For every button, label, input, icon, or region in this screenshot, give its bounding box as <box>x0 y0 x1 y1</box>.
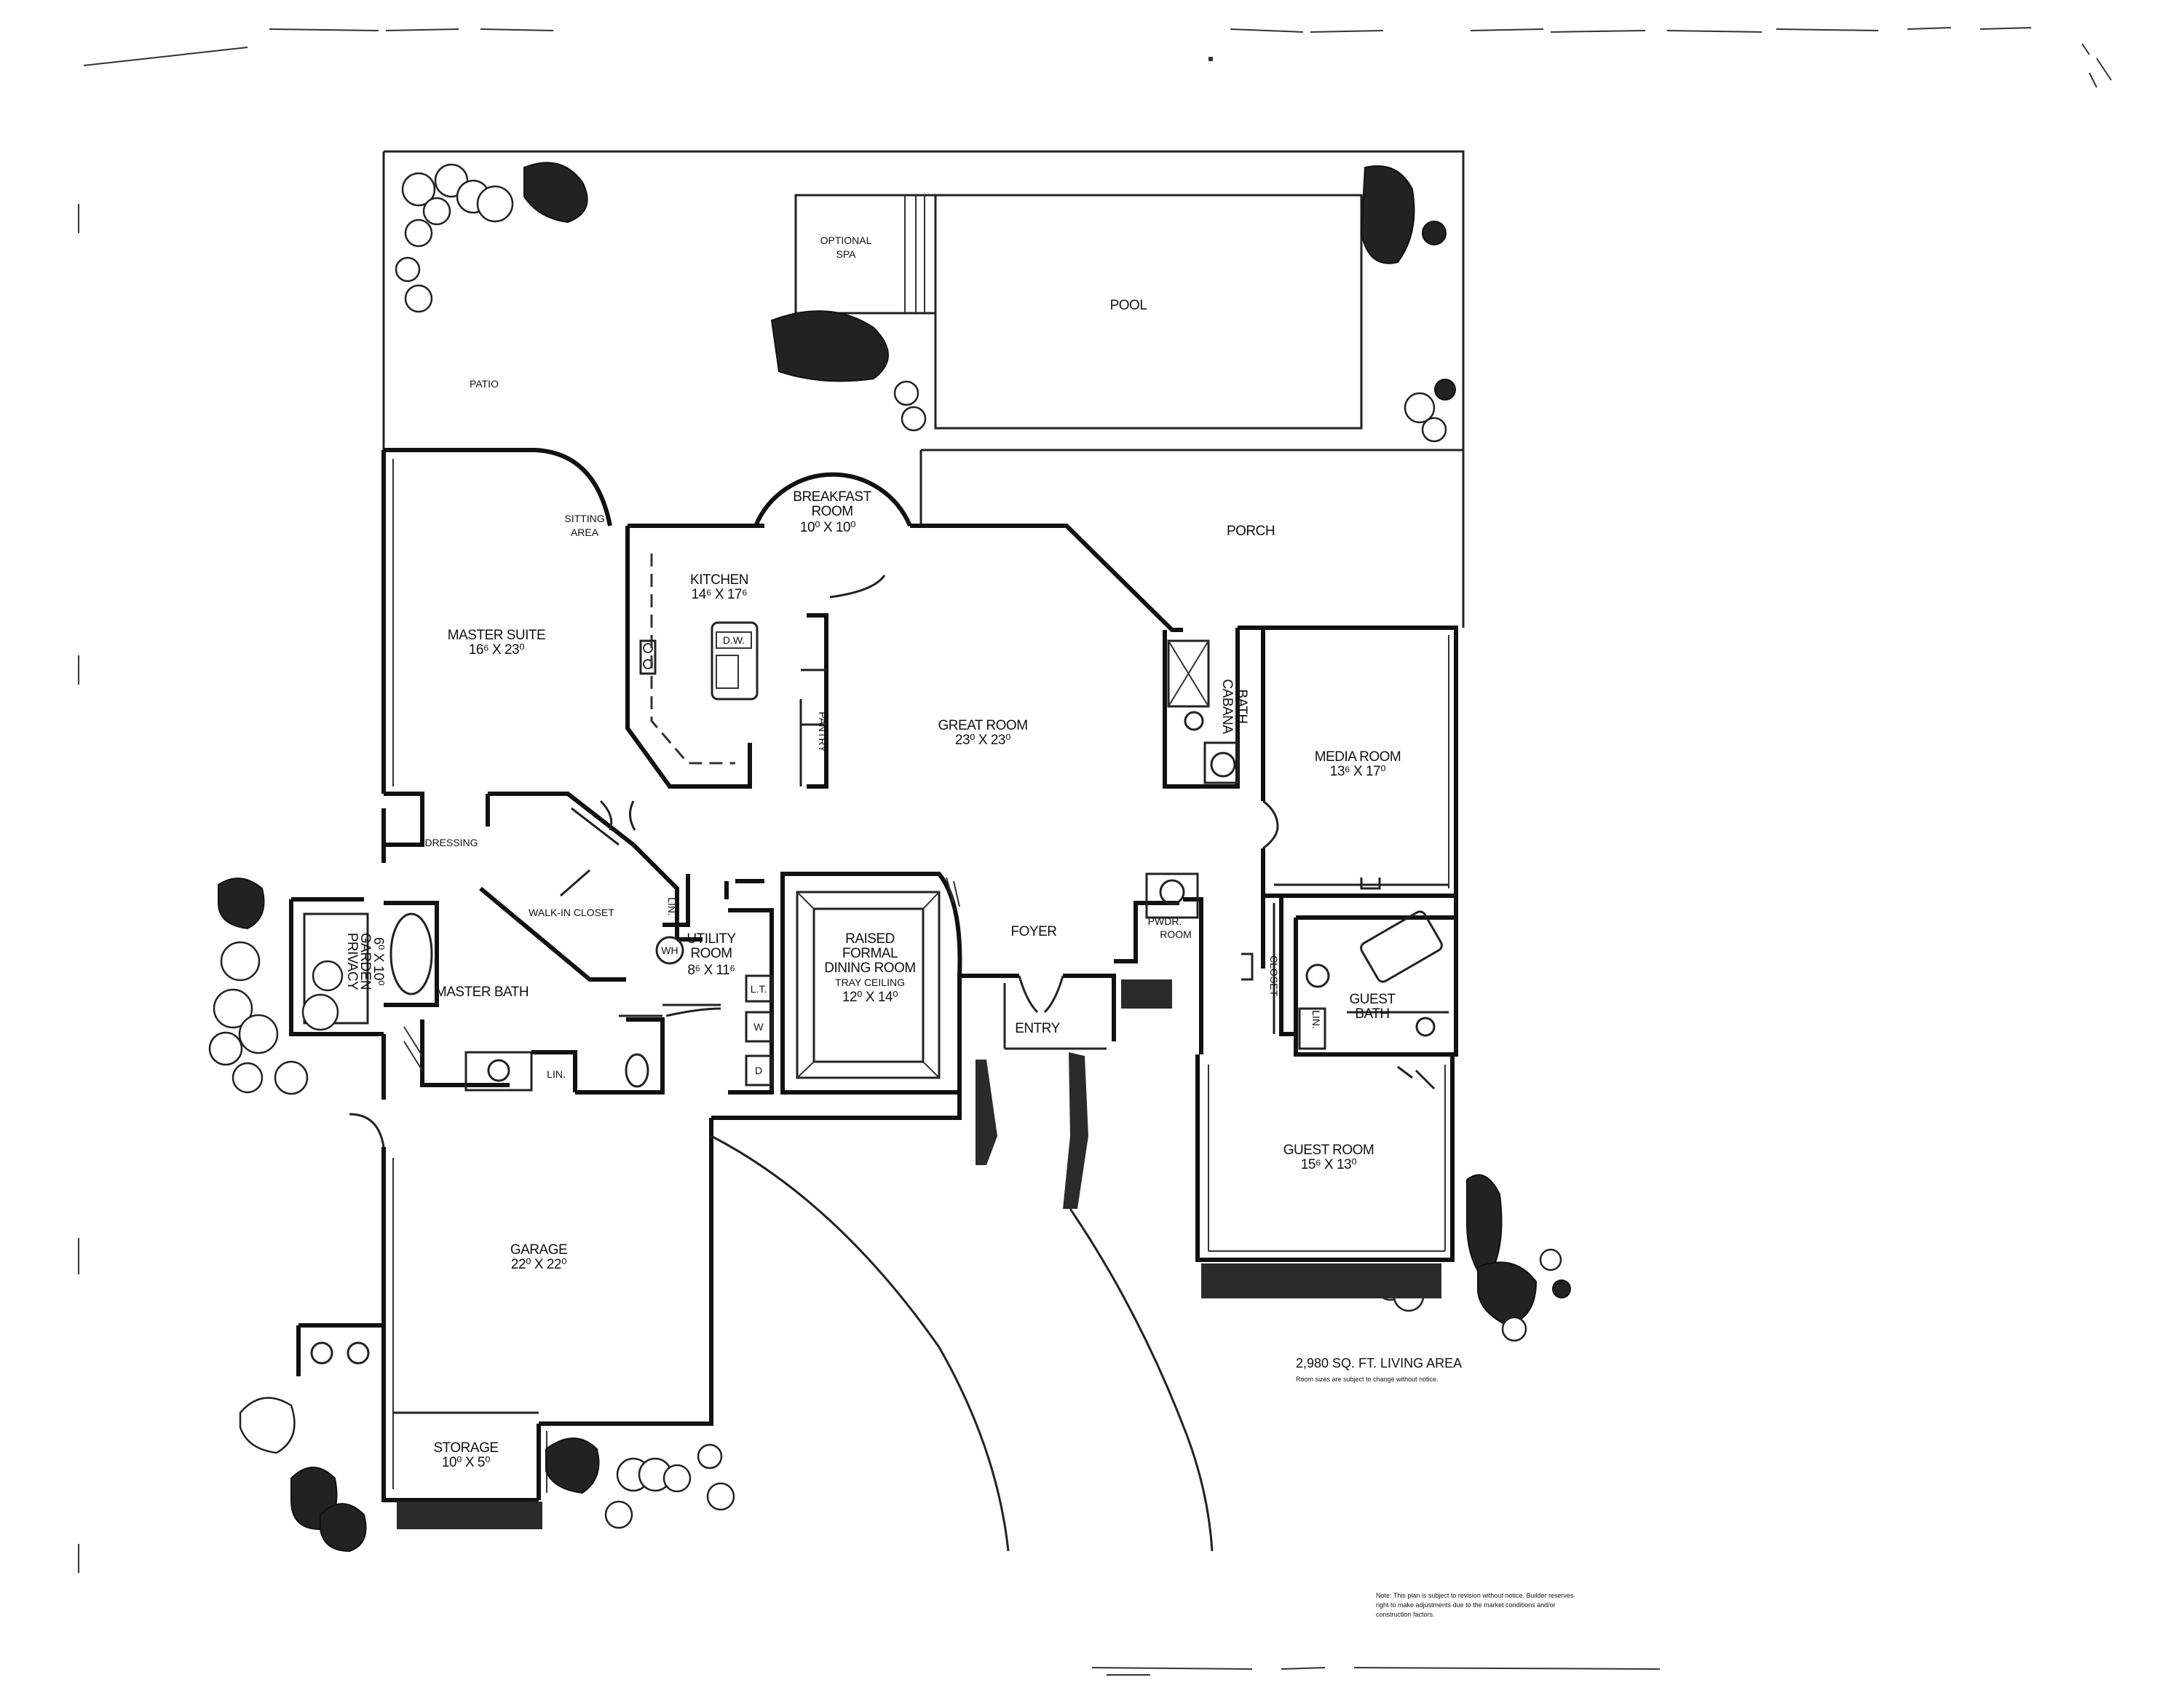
label-media-room-dim: 13⁶ X 17⁰ <box>1330 764 1385 779</box>
label-breakfast-1: BREAKFAST <box>793 489 871 505</box>
footnote-line-3: construction factors. <box>1376 1611 1435 1618</box>
label-garage: GARAGE <box>510 1242 567 1258</box>
label-master-suite-dim: 16⁶ X 23⁰ <box>469 642 524 658</box>
label-porch: PORCH <box>1227 524 1275 539</box>
lot-outline <box>382 150 1465 450</box>
interior-walls <box>296 526 1456 1414</box>
label-sitting-2: AREA <box>571 526 599 538</box>
label-guest-room-dim: 15⁶ X 13⁰ <box>1301 1157 1356 1172</box>
label-kitchen-dim: 14⁶ X 17⁶ <box>692 587 748 602</box>
label-pwdr-1: PWDR. <box>1148 915 1182 927</box>
room-labels: PATIO OPTIONAL SPA POOL PORCH BREAKFAST … <box>344 234 1574 1618</box>
label-great-room: GREAT ROOM <box>938 718 1027 733</box>
label-lin-guest: LIN. <box>1310 1010 1322 1029</box>
label-closet: CLOSET <box>1268 955 1280 996</box>
label-cabana-1: CABANA <box>1219 679 1235 734</box>
footnote-line-1: Note: This plan is subject to revision w… <box>1376 1592 1574 1599</box>
label-lt: L.T. <box>751 983 767 995</box>
label-master-bath: MASTER BATH <box>435 985 529 1000</box>
label-utility-1: UTILITY <box>687 931 736 947</box>
label-privacy-1: PRIVACY <box>344 933 360 990</box>
label-dining-2: FORMAL <box>842 946 898 961</box>
label-great-room-dim: 23⁰ X 23⁰ <box>955 733 1010 748</box>
label-lin-bath: LIN. <box>547 1068 566 1080</box>
label-utility-2: ROOM <box>690 946 732 961</box>
label-optional-spa-1: OPTIONAL <box>820 234 872 246</box>
label-dining-dim: 12⁰ X 14⁰ <box>842 990 898 1005</box>
label-pool: POOL <box>1110 298 1147 313</box>
label-wh: WH <box>661 944 678 956</box>
porch <box>919 449 1465 628</box>
label-breakfast-dim: 10⁰ X 10⁰ <box>800 520 855 535</box>
label-privacy-2: GARDEN <box>357 933 373 990</box>
label-foyer: FOYER <box>1011 924 1057 939</box>
label-privacy-dim: 6⁰ X 10⁰ <box>371 937 386 985</box>
label-guest-room: GUEST ROOM <box>1283 1143 1374 1158</box>
label-dining-3: DINING ROOM <box>824 961 915 976</box>
label-dressing: DRESSING <box>424 837 478 848</box>
label-sitting-1: SITTING <box>564 513 604 524</box>
label-lin-vertical: LIN. <box>666 897 678 916</box>
pool <box>794 194 1363 430</box>
label-pantry: PANTRY <box>817 711 828 752</box>
scan-artifacts <box>78 27 2112 1676</box>
label-dining-1: RAISED <box>845 931 895 947</box>
label-living-area: 2,980 SQ. FT. LIVING AREA <box>1296 1356 1462 1370</box>
label-kitchen: KITCHEN <box>690 572 748 588</box>
label-guest-bath-1: GUEST <box>1350 992 1396 1007</box>
label-utility-dim: 8⁶ X 11⁶ <box>687 963 735 978</box>
label-master-suite: MASTER SUITE <box>448 628 545 643</box>
label-walk-in-closet: WALK-IN CLOSET <box>529 907 614 918</box>
label-storage: STORAGE <box>433 1440 498 1456</box>
label-garage-dim: 22⁰ X 22⁰ <box>511 1257 566 1272</box>
label-entry: ENTRY <box>1015 1021 1060 1036</box>
footnote-line-2: right to make adjustments due to the mar… <box>1376 1601 1556 1609</box>
label-media-room: MEDIA ROOM <box>1315 749 1401 765</box>
label-breakfast-2: ROOM <box>811 504 852 519</box>
label-storage-dim: 10⁰ X 5⁰ <box>442 1455 490 1470</box>
label-cabana-2: BATH <box>1234 689 1249 723</box>
label-pwdr-2: ROOM <box>1160 928 1192 940</box>
label-dw: D.W. <box>723 634 745 646</box>
landscaping <box>208 162 1571 1553</box>
label-d: D <box>755 1065 762 1076</box>
label-room-sizes-note: Room sizes are subject to change without… <box>1296 1376 1439 1383</box>
label-dining-4: TRAY CEILING <box>835 977 905 988</box>
house-walls <box>289 448 1458 1502</box>
label-guest-bath-2: BATH <box>1355 1006 1389 1022</box>
label-patio: PATIO <box>470 378 499 390</box>
label-optional-spa-2: SPA <box>836 248 857 260</box>
label-w: W <box>753 1021 764 1033</box>
